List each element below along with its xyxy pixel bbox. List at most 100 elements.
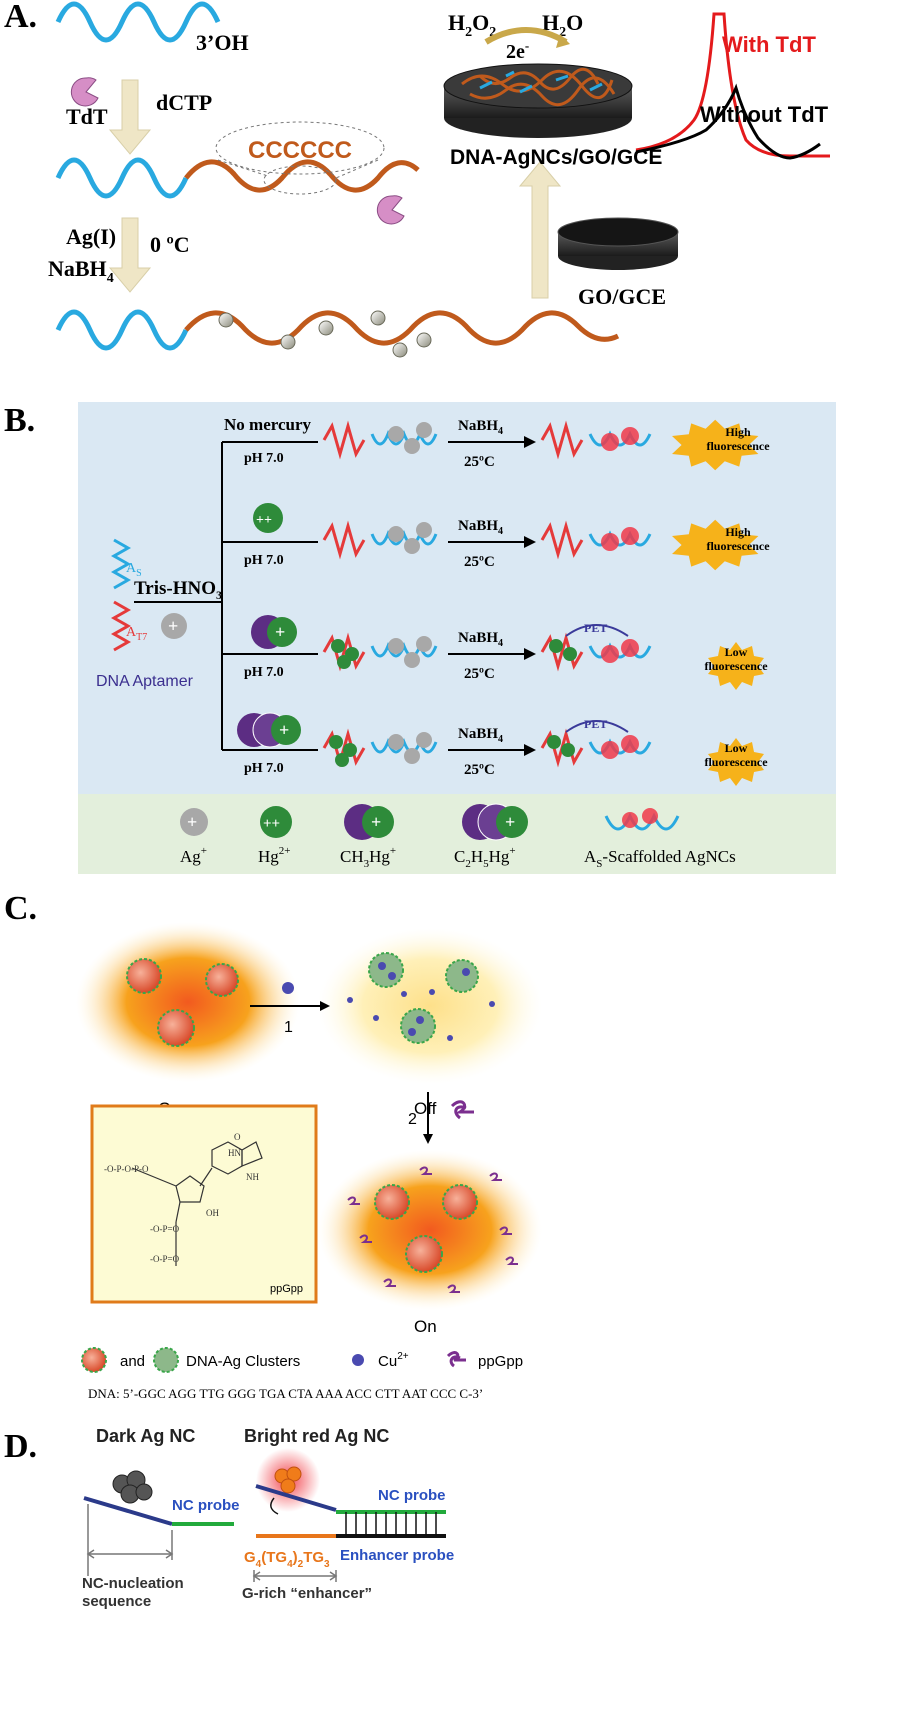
- clusters-off: [347, 952, 495, 1044]
- c2h5hg-icon-branch: [271, 715, 301, 745]
- enhancer-sequence-label: G4(TG4)2TG3: [244, 1549, 330, 1570]
- svg-text:+: +: [168, 616, 178, 636]
- reaction-arrows: [448, 441, 528, 751]
- at7-label: AT7: [126, 625, 147, 643]
- dna-strand-brown-2: [184, 159, 420, 193]
- legend-ch3hg-icon: [362, 806, 394, 838]
- h2o-label: H2O: [542, 10, 583, 40]
- svg-text:pH 7.0: pH 7.0: [244, 553, 284, 568]
- outcome-2-line1: High: [725, 525, 751, 539]
- curve-without-tdt: [635, 83, 821, 160]
- legend-cu: Cu2+: [378, 1351, 409, 1370]
- svg-text:+: +: [505, 812, 515, 832]
- g-rich-label: G-rich “enhancer”: [242, 1585, 372, 1602]
- legend-as-agnc-icon: [604, 812, 680, 831]
- legend-labels: Ag+ Hg2+ CH3Hg+ C2H5Hg+ AS-Scaffolded Ag…: [180, 845, 736, 870]
- no-mercury-label: No mercury: [224, 415, 312, 434]
- svg-text:pH 7.0: pH 7.0: [244, 761, 284, 776]
- svg-text:pH 7.0: pH 7.0: [244, 451, 284, 466]
- svg-text:CH3Hg+: CH3Hg+: [340, 845, 396, 870]
- length-brackets: [86, 1504, 338, 1582]
- dna-strand-blue-1: [55, 1, 221, 43]
- panel-a-diagram: 3’OH TdT dCTP CCCCCC Ag(I) NaBH4 0 ºC H2…: [48, 1, 830, 358]
- svg-text:O: O: [234, 1132, 241, 1142]
- with-tdt-label: With TdT: [722, 32, 816, 57]
- svg-text:+: +: [187, 812, 197, 832]
- svg-text:NaBH4: NaBH4: [458, 418, 503, 437]
- legend-ppgpp-icon: [446, 1351, 466, 1368]
- svg-text:OH: OH: [206, 1208, 219, 1218]
- svg-text:Hg2+: Hg2+: [258, 845, 291, 866]
- legend-cluster-red: [81, 1347, 107, 1373]
- svg-text:HN: HN: [228, 1148, 241, 1158]
- legend-cu-icon: [352, 1354, 364, 1366]
- dna-sequence: DNA: 5’-GGC AGG TTG GGG TGA CTA AAA ACC …: [88, 1386, 483, 1400]
- panel-label-d: D.: [4, 1428, 38, 1465]
- dark-ag-nc-label: Dark Ag NC: [96, 1426, 195, 1446]
- svg-text:-O-P-O-P-O: -O-P-O-P-O: [104, 1164, 149, 1174]
- arrow-down-1: [108, 79, 152, 155]
- legend-clusters: DNA-Ag Clusters: [186, 1353, 300, 1370]
- outcome-2-line2: fluorescence: [706, 539, 770, 553]
- svg-text:++: ++: [256, 513, 272, 528]
- nucleation-label-1: NC-nucleation: [82, 1575, 184, 1592]
- outcome-1-line1: High: [725, 425, 751, 439]
- pet-arrows: [565, 624, 629, 733]
- agnc-glows: [601, 427, 639, 759]
- panel-c-diagram: 1 2 On Off On -O-P-O-P-O NH O OH -O-P=O …: [76, 922, 542, 1400]
- on-glow-1: [76, 922, 300, 1082]
- ag-i-label: Ag(I): [66, 224, 116, 249]
- ag-ion-icon: [161, 613, 187, 639]
- h2o2-label: H2O2: [448, 10, 496, 40]
- svg-text:pH 7.0: pH 7.0: [244, 665, 284, 680]
- bright-nc-cluster: [274, 1466, 302, 1494]
- legend-c2h5hg-icon: [496, 806, 528, 838]
- fluorescence-bursts: [672, 419, 764, 786]
- electron-arrow: [484, 27, 568, 45]
- outcome-3-line2: fluorescence: [704, 659, 768, 673]
- hg2-icon-branch: [253, 503, 283, 533]
- cu-ion-icon: [282, 982, 294, 994]
- ccc-callout-ellipse: [215, 121, 385, 175]
- svg-text:NaBH4: NaBH4: [458, 630, 503, 649]
- off-label: Off: [414, 1099, 437, 1118]
- dna-strand-blue-2: [55, 157, 189, 199]
- outcome-3-line1: Low: [725, 645, 748, 659]
- enhancer-probe-label: Enhancer probe: [340, 1547, 454, 1564]
- svg-text:AS-Scaffolded AgNCs: AS-Scaffolded AgNCs: [584, 847, 736, 870]
- aptamer-label: DNA Aptamer: [96, 673, 194, 690]
- svg-text:+: +: [279, 720, 289, 740]
- aptamer-blue: [110, 538, 132, 590]
- svg-text:25ºC: 25ºC: [464, 666, 495, 682]
- legend-ppgpp: ppGpp: [478, 1353, 523, 1370]
- svg-text:25ºC: 25ºC: [464, 454, 495, 470]
- dctp-label: dCTP: [156, 90, 212, 115]
- svg-text:+: +: [275, 622, 285, 642]
- ppgpp-box-label: ppGpp: [270, 1283, 303, 1295]
- clusters-on-2: [347, 1166, 518, 1293]
- zero-c-label: 0 ºC: [150, 232, 190, 257]
- ag-ions-rows: [388, 422, 432, 764]
- electrode-label: DNA-AgNCs/GO/GCE: [450, 146, 662, 169]
- panel-label-c: C.: [4, 890, 38, 927]
- without-tdt-label: Without TdT: [700, 102, 829, 127]
- hybrid-rungs: [345, 1512, 437, 1536]
- outcome-4-line1: Low: [725, 741, 748, 755]
- silver-beads: [218, 310, 432, 358]
- bright-ag-nc-label: Bright red Ag NC: [244, 1426, 389, 1446]
- outcome-4-line2: fluorescence: [704, 755, 768, 769]
- svg-text:-O-P=O: -O-P=O: [150, 1254, 180, 1264]
- ccc-sequence-label: CCCCCC: [248, 137, 352, 164]
- pet-label-1: PET: [584, 621, 607, 635]
- two-e-label: 2e-: [506, 38, 529, 63]
- product-dna: [540, 420, 652, 768]
- oh-3-label: 3’OH: [196, 30, 249, 55]
- nabh4-label-a: NaBH4: [48, 256, 114, 286]
- step-1-label: 1: [284, 1019, 293, 1036]
- on-label-2: On: [414, 1317, 437, 1336]
- ppgpp-structure: [131, 1141, 263, 1266]
- panel-label-b: B.: [4, 402, 36, 439]
- go-gce-electrode: [557, 217, 679, 247]
- svg-text:-O-P=O: -O-P=O: [150, 1224, 180, 1234]
- aptamer-red: [110, 600, 132, 652]
